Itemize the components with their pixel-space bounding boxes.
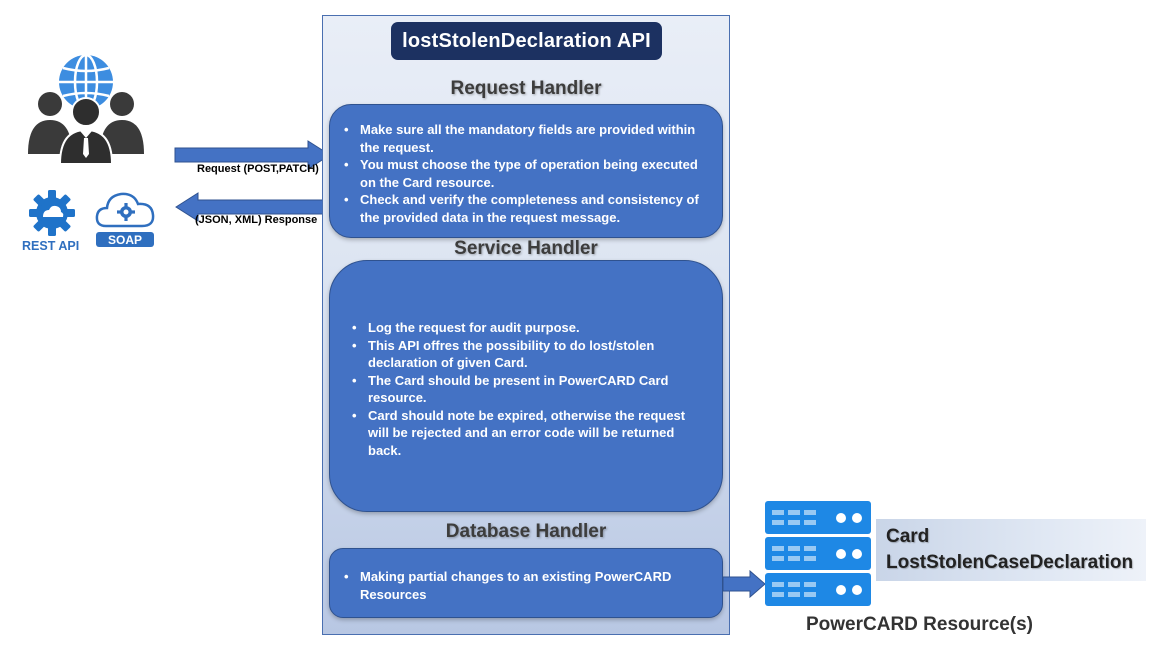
service-handler-title: Service Handler <box>454 238 598 259</box>
service-handler-item: The Card should be present in PowerCARD … <box>348 372 704 407</box>
soap-cloud-icon <box>95 192 155 228</box>
request-handler-item: Check and verify the completeness and co… <box>340 191 704 226</box>
request-handler-item: You must choose the type of operation be… <box>340 156 704 191</box>
rest-api-label: REST API <box>22 239 80 253</box>
request-handler-box: Make sure all the mandatory fields are p… <box>329 104 723 238</box>
service-handler-item: This API offres the possibility to do lo… <box>348 337 704 372</box>
card-resource-line2: LostStolenCaseDeclaration <box>886 552 1134 573</box>
card-resource-line1: Card <box>886 526 930 547</box>
request-arrow-label: Request (POST,PATCH) <box>197 163 319 175</box>
service-handler-item: Log the request for audit purpose. <box>348 319 704 337</box>
soap-badge: SOAP <box>96 232 154 247</box>
database-handler-title: Database Handler <box>445 521 607 542</box>
powercard-resources-caption: PowerCARD Resource(s) <box>806 614 1033 635</box>
soap-label: SOAP <box>107 232 142 247</box>
database-handler-box: Making partial changes to an existing Po… <box>329 548 723 618</box>
server-stack-icon <box>765 501 871 606</box>
card-resource-label-box <box>876 519 1146 581</box>
request-arrow-icon <box>174 140 331 170</box>
request-handler-title: Request Handler <box>450 78 602 99</box>
rest-api-gear-icon <box>29 190 75 236</box>
request-handler-item: Make sure all the mandatory fields are p… <box>340 121 704 156</box>
database-handler-item: Making partial changes to an existing Po… <box>340 568 704 603</box>
service-handler-box: Log the request for audit purpose. This … <box>329 260 723 512</box>
database-arrow-icon <box>722 570 766 598</box>
response-arrow-label: (JSON, XML) Response <box>195 214 318 226</box>
api-title: lostStolenDeclaration API <box>391 22 662 60</box>
service-handler-item: Card should note be expired, otherwise t… <box>348 407 704 460</box>
users-globe-icon <box>28 54 144 165</box>
